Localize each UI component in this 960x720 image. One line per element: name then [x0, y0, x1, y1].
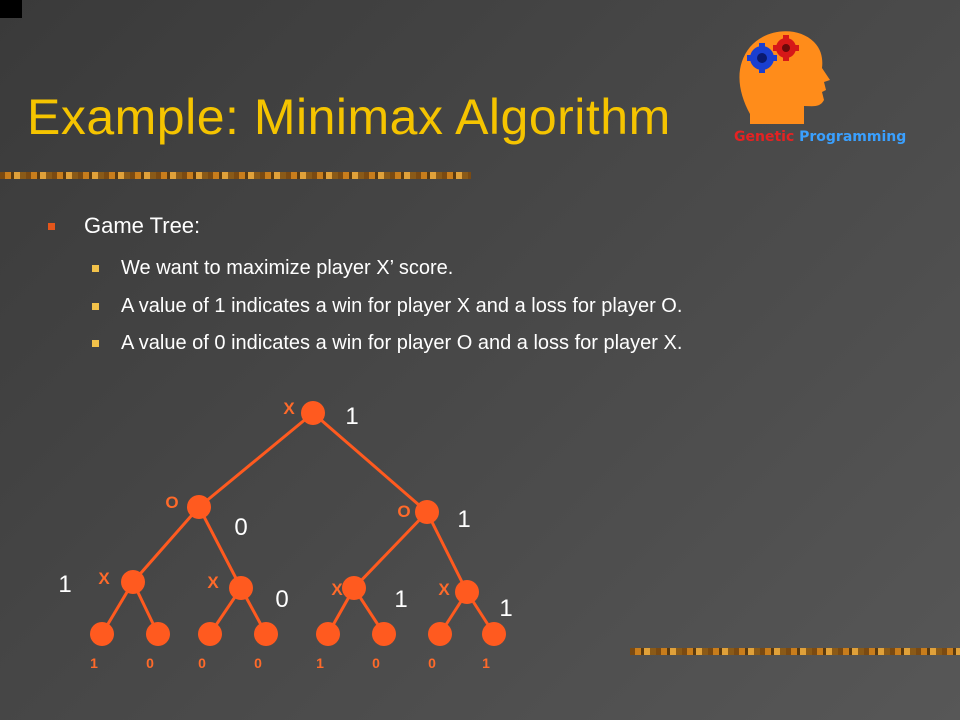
node-minimax-value: 0: [275, 586, 288, 613]
node-minimax-value: 1: [499, 595, 512, 622]
node-minimax-value: 0: [234, 514, 247, 541]
leaf-node: [198, 622, 222, 646]
sub-bullet-text: A value of 1 indicates a win for player …: [121, 294, 683, 317]
node-minimax-value: 1: [58, 571, 71, 598]
tree-node-x-2: [229, 576, 253, 600]
sub-bullet-text: We want to maximize player X’ score.: [121, 257, 454, 280]
logo-word-programming: Programming: [799, 129, 907, 145]
node-player-label: O: [397, 502, 410, 521]
tree-node-o-left: [187, 495, 211, 519]
tree-node-x-3: [342, 576, 366, 600]
leaf-node: [482, 622, 506, 646]
tree-edge: [312, 411, 428, 514]
tree-node-x-4: [455, 580, 479, 604]
tree-edge: [425, 511, 469, 593]
sub-bullet-item: We want to maximize player X’ score.: [92, 250, 682, 288]
node-player-label: X: [438, 580, 450, 599]
bullet-square-icon: [48, 222, 55, 230]
bullet-list: Game Tree: We want to maximize player X’…: [44, 210, 682, 363]
node-minimax-value: 1: [345, 403, 358, 430]
leaf-value: 0: [372, 655, 380, 671]
bullet-text: Game Tree:: [84, 213, 201, 238]
sub-bullet-list: We want to maximize player X’ score. A v…: [92, 250, 682, 363]
node-player-label: O: [165, 493, 178, 512]
sub-bullet-item: A value of 1 indicates a win for player …: [92, 288, 682, 326]
corner-block: [0, 0, 22, 18]
blue-gear-icon: [747, 43, 777, 73]
leaf-node: [428, 622, 452, 646]
leaf-node: [146, 622, 170, 646]
tree-edge: [197, 506, 243, 589]
leaf-value: 0: [198, 655, 206, 671]
leaf-value: 1: [482, 655, 490, 671]
sub-bullet-square-icon: [92, 302, 99, 310]
node-player-label: X: [331, 580, 343, 599]
sub-bullet-text: A value of 0 indicates a win for player …: [121, 332, 683, 355]
slide-title: Example: Minimax Algorithm: [27, 89, 671, 145]
leaf-value: 0: [428, 655, 436, 671]
sub-bullet-square-icon: [92, 340, 99, 348]
tree-edge: [131, 506, 201, 583]
bottom-divider: [630, 648, 960, 655]
tree-node-root: [301, 401, 325, 425]
red-gear-icon: [773, 35, 799, 61]
node-player-label: X: [98, 569, 110, 588]
leaf-value: 1: [316, 655, 324, 671]
logo-word-genetic: Genetic: [734, 129, 795, 145]
leaf-node: [372, 622, 396, 646]
sub-bullet-item: A value of 0 indicates a win for player …: [92, 325, 682, 363]
node-minimax-value: 1: [457, 506, 470, 533]
title-divider: [0, 172, 471, 179]
node-player-label: X: [283, 399, 295, 418]
bullet-item: Game Tree:: [44, 210, 682, 242]
tree-node-x-1: [121, 570, 145, 594]
tree-edge: [352, 510, 429, 590]
sub-bullet-square-icon: [92, 265, 99, 273]
logo-caption: Genetic Programming: [734, 129, 906, 145]
node-player-label: X: [207, 573, 219, 592]
node-minimax-value: 1: [394, 586, 407, 613]
leaf-node: [254, 622, 278, 646]
tree-edge: [198, 411, 314, 509]
genetic-programming-logo: [739, 31, 830, 125]
leaf-node: [316, 622, 340, 646]
leaf-value: 0: [146, 655, 154, 671]
leaf-value: 0: [254, 655, 262, 671]
tree-node-o-right: [415, 500, 439, 524]
leaf-node: [90, 622, 114, 646]
leaf-value: 1: [90, 655, 98, 671]
